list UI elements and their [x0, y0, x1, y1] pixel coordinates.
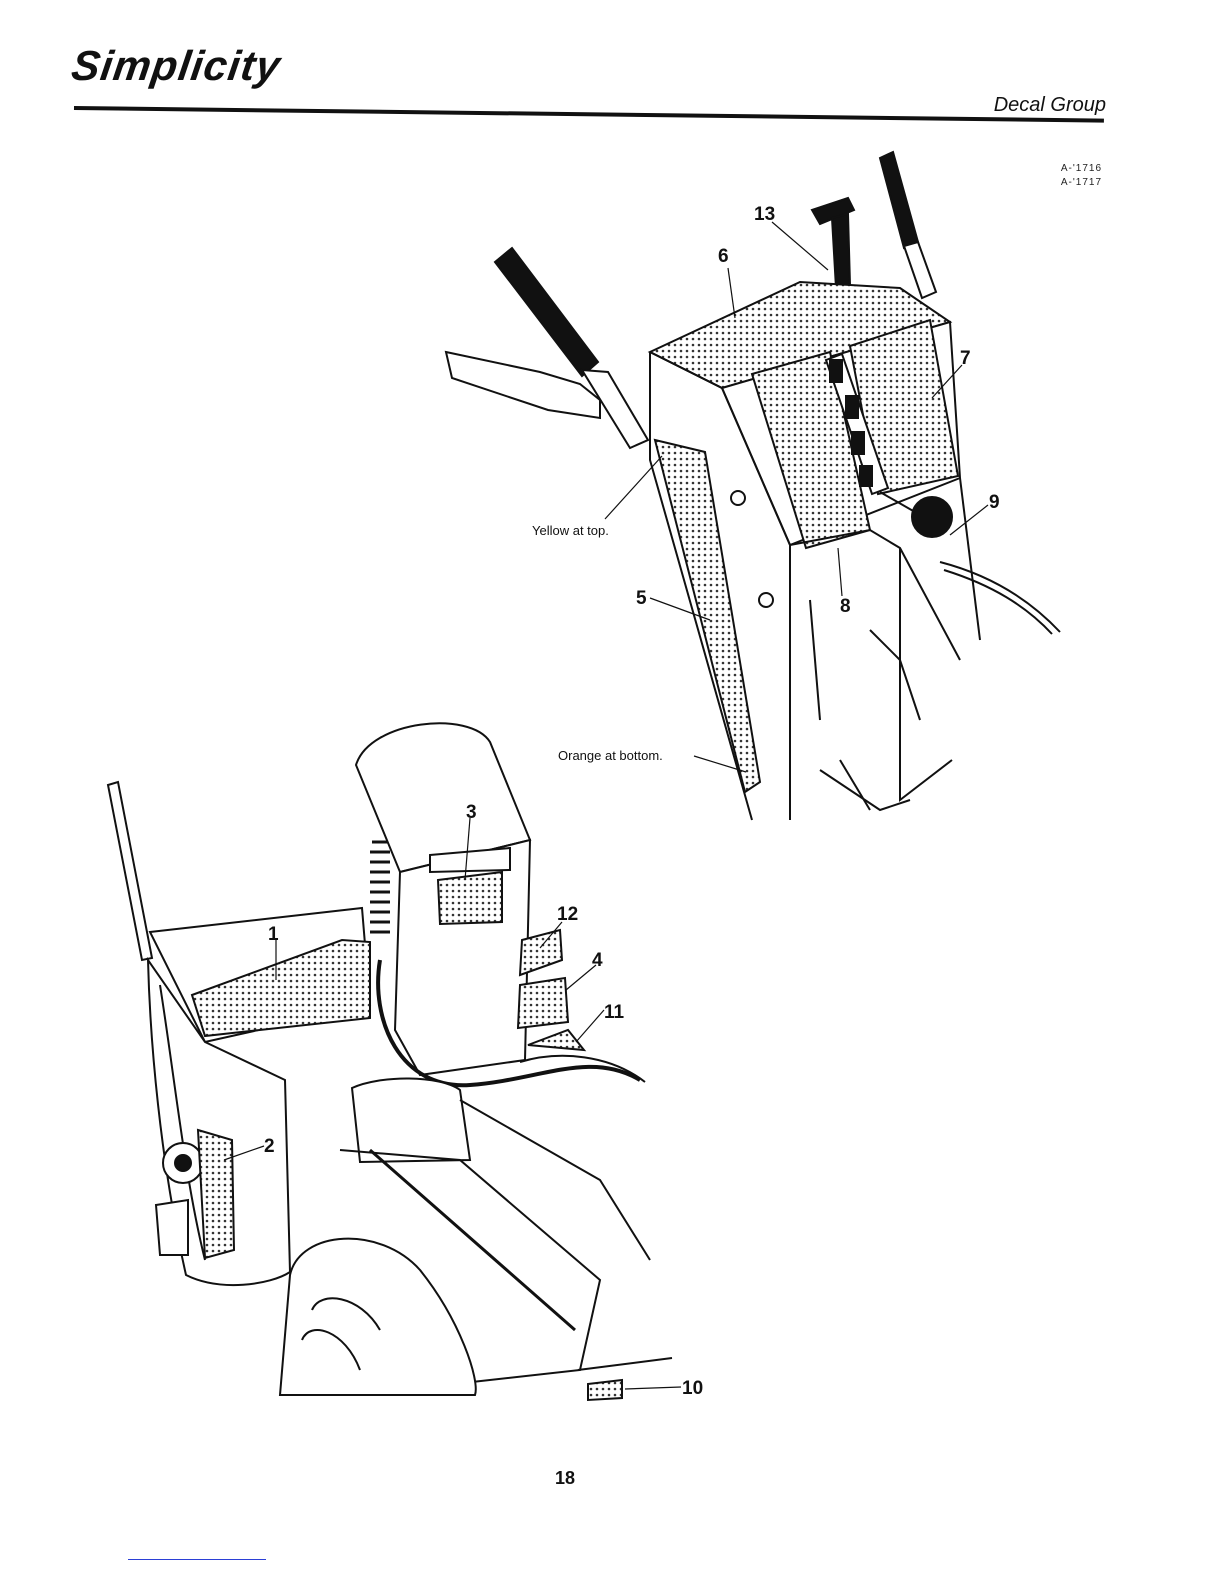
- page-number: 18: [0, 1468, 1130, 1489]
- callout-4: 4: [592, 950, 603, 971]
- callout-12: 12: [557, 904, 578, 925]
- callout-9: 9: [989, 492, 1000, 513]
- note-yellow: Yellow at top.: [532, 523, 609, 538]
- callout-1: 1: [268, 924, 279, 945]
- callout-8: 8: [840, 596, 851, 617]
- blower-housing-drawing: [108, 723, 672, 1400]
- note-orange: Orange at bottom.: [558, 748, 663, 763]
- callout-6: 6: [718, 246, 729, 267]
- handle-console-drawing: [446, 152, 1060, 820]
- callout-10: 10: [682, 1378, 703, 1399]
- callout-11: 11: [604, 1002, 625, 1023]
- callout-5: 5: [636, 588, 647, 609]
- callout-7: 7: [960, 348, 971, 369]
- callout-13: 13: [754, 204, 775, 225]
- footer-link-line: [128, 1559, 266, 1560]
- callout-3: 3: [466, 802, 477, 823]
- callout-2: 2: [264, 1136, 275, 1157]
